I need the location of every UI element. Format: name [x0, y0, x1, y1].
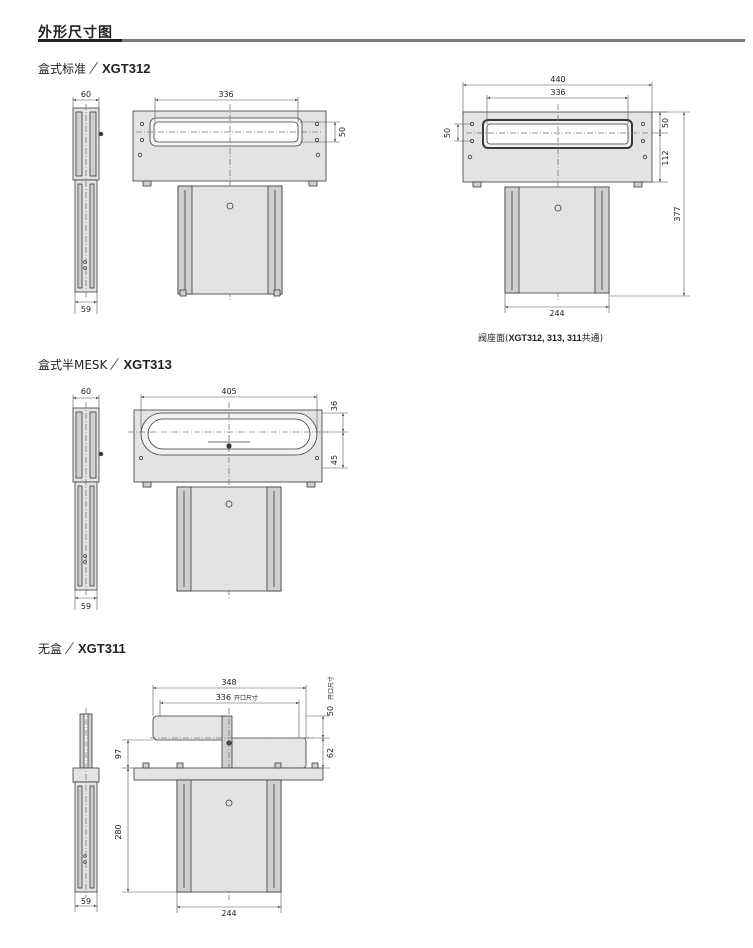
xgt313-front-view — [128, 402, 328, 600]
title-rule — [38, 39, 745, 42]
dim-label: 45 — [330, 455, 339, 465]
xgt312-front-dims — [154, 97, 340, 143]
dim-label: 112 — [661, 150, 670, 165]
xgt311-front-dims — [122, 685, 330, 913]
dim-label: 50 — [661, 118, 670, 128]
xgt312-front-view — [132, 104, 327, 300]
dim-label: 377 — [673, 206, 682, 221]
dim-label: 440 — [550, 75, 565, 84]
model-name: XGT312 — [102, 61, 151, 76]
xgt311-side-view — [72, 708, 100, 898]
dim-label: 62 — [326, 748, 335, 758]
dim-label: 59 — [81, 305, 91, 314]
dim-label: 405 — [221, 387, 236, 396]
page-title: 外形尺寸图 — [38, 25, 113, 41]
dim-label: 97 — [114, 749, 123, 759]
section-prefix: 盒式半MESK — [38, 358, 108, 372]
xgt312-side-view — [72, 104, 104, 298]
dim-label: 50 — [338, 127, 347, 137]
dim-note: 开口尺寸 — [234, 694, 258, 702]
model-name: XGT313 — [123, 357, 172, 372]
xgt311-front-view — [133, 708, 324, 900]
valve-seat-view — [462, 104, 653, 300]
dim-label: 336 — [218, 90, 233, 99]
model-name: XGT311 — [78, 641, 126, 656]
section-prefix: 盒式标准 — [38, 62, 87, 76]
dim-label: 348 — [221, 678, 236, 687]
valve-seat-dims — [454, 82, 690, 313]
valve-seat-caption: 阀座面(XGT312, 313, 311共通) — [478, 333, 604, 344]
xgt313-side-dims — [72, 395, 100, 610]
dim-label: 50 — [443, 128, 452, 138]
dim-label: 36 — [330, 401, 339, 411]
title-underline — [38, 39, 122, 42]
dim-label: 50 — [326, 706, 335, 716]
dim-note: 开口尺寸 — [327, 676, 335, 700]
xgt311-side-dims — [74, 892, 98, 912]
dim-label: 59 — [81, 602, 91, 611]
xgt313-side-view — [72, 402, 104, 596]
dim-label: 60 — [81, 90, 91, 99]
section-label-xgt311: 无盒 XGT311 — [38, 640, 126, 657]
section-label-xgt312: 盒式标准 XGT312 — [38, 60, 150, 77]
dim-label: 244 — [221, 909, 236, 918]
section-label-xgt313: 盒式半MESK XGT313 — [38, 356, 172, 373]
dim-label: 280 — [114, 824, 123, 839]
section-prefix: 无盒 — [38, 642, 63, 656]
dim-label: 336 — [216, 693, 231, 702]
dim-label: 60 — [81, 387, 91, 396]
xgt312-side-dims — [72, 97, 100, 314]
dim-label: 59 — [81, 897, 91, 906]
dim-label: 336 — [550, 88, 565, 97]
xgt313-front-dims — [140, 394, 348, 469]
dim-label: 244 — [549, 309, 564, 318]
